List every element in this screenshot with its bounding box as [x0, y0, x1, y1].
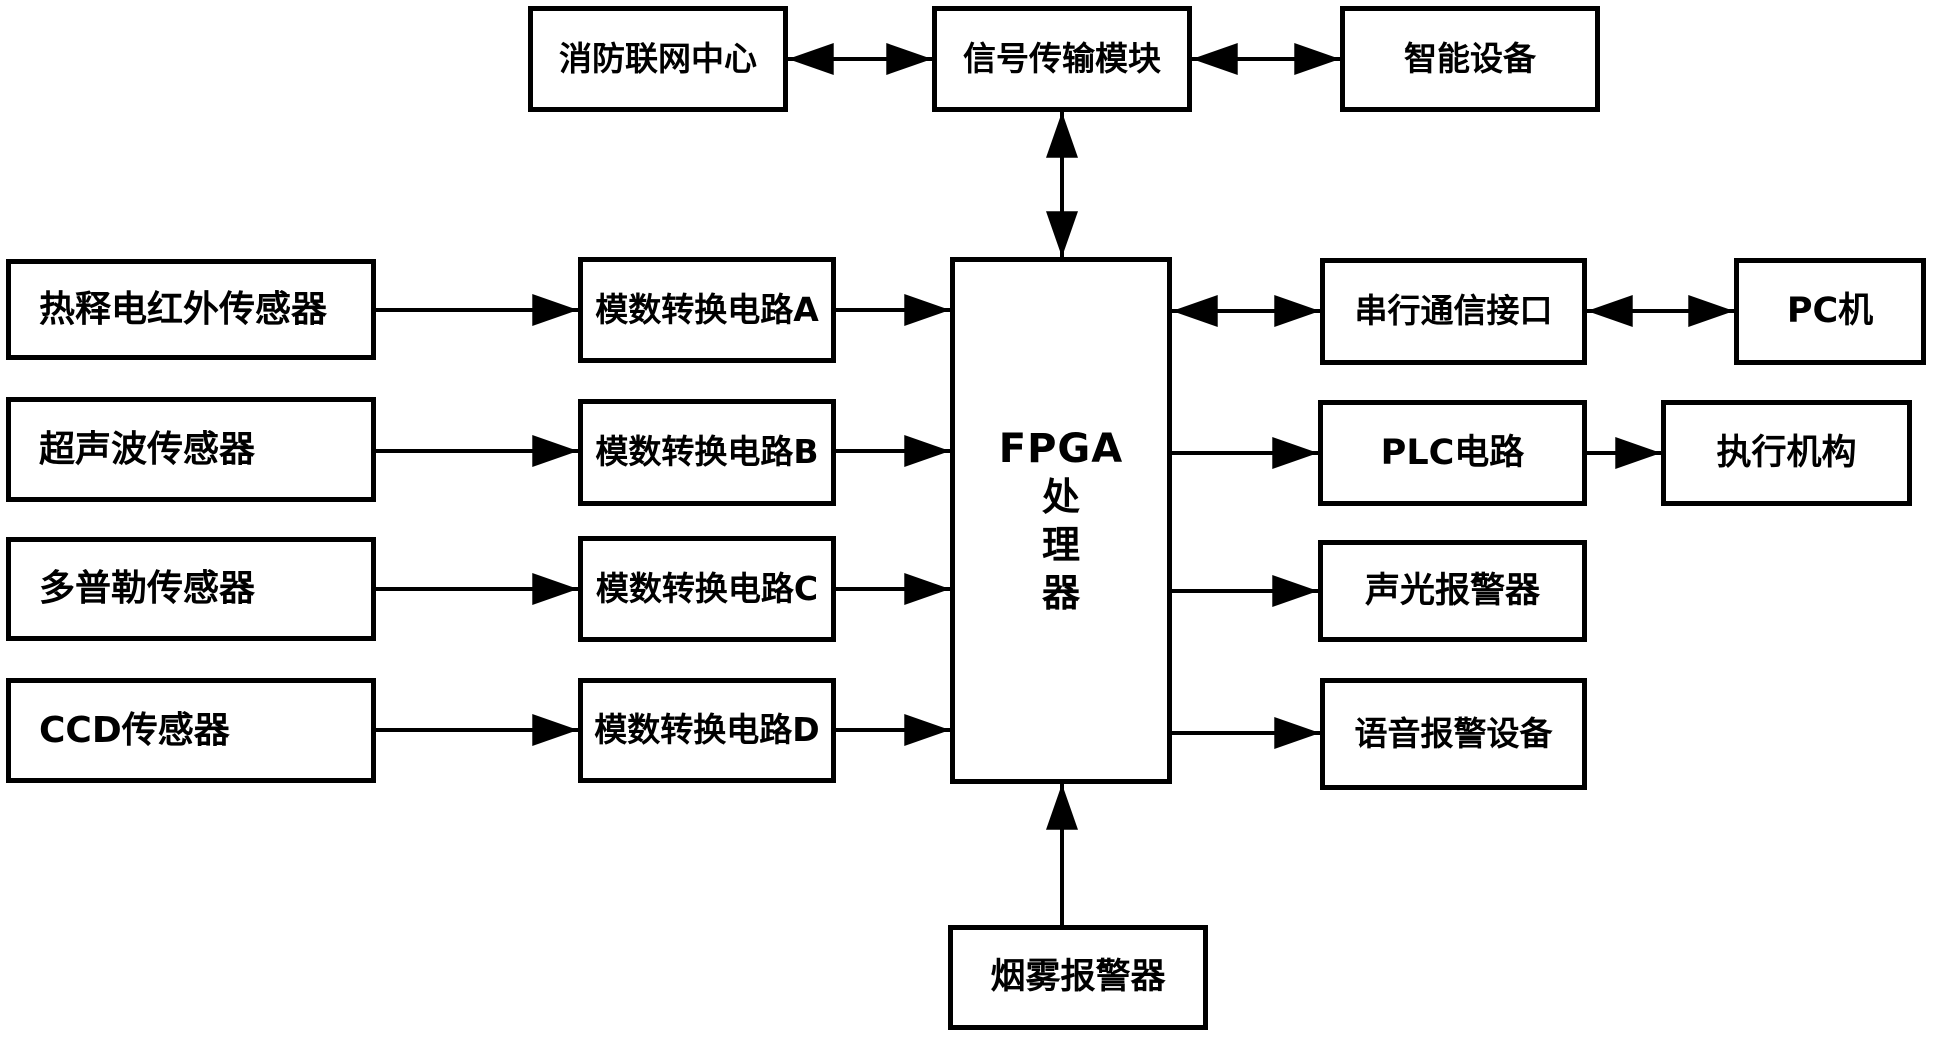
node-plc-circuit: PLC电路 — [1318, 400, 1587, 506]
node-adc-circuit-b: 模数转换电路B — [578, 399, 836, 506]
node-smoke-alarm: 烟雾报警器 — [948, 925, 1208, 1030]
node-label: 信号传输模块 — [963, 38, 1161, 78]
node-ultrasonic-sensor: 超声波传感器 — [6, 397, 376, 502]
node-label: 模数转换电路C — [595, 568, 819, 608]
node-adc-circuit-a: 模数转换电路A — [578, 257, 836, 363]
node-label: 模数转换电路B — [595, 432, 819, 472]
node-label: 模数转换电路D — [594, 710, 820, 750]
node-adc-circuit-d: 模数转换电路D — [578, 678, 836, 783]
node-label: 模数转换电路A — [595, 289, 819, 329]
node-pc: PC机 — [1734, 258, 1926, 365]
node-label: 执行机构 — [1716, 432, 1857, 473]
node-label: 器 — [1041, 570, 1080, 615]
node-smart-device: 智能设备 — [1340, 6, 1600, 112]
node-label: 理 — [1041, 522, 1080, 567]
node-adc-circuit-c: 模数转换电路C — [578, 536, 836, 642]
node-label: 超声波传感器 — [39, 428, 256, 470]
node-label: 声光报警器 — [1364, 570, 1540, 611]
node-label: PC机 — [1786, 291, 1874, 332]
node-label: 热释电红外传感器 — [39, 288, 328, 330]
node-label: 多普勒传感器 — [39, 568, 256, 610]
node-doppler-sensor: 多普勒传感器 — [6, 537, 376, 641]
node-voice-alarm-device: 语音报警设备 — [1320, 678, 1587, 790]
node-label: 烟雾报警器 — [990, 957, 1166, 998]
node-actuator: 执行机构 — [1661, 400, 1912, 506]
node-pyroelectric-infrared-sensor: 热释电红外传感器 — [6, 259, 376, 360]
node-label: 串行通信接口 — [1354, 291, 1553, 331]
node-label: CCD传感器 — [39, 709, 230, 751]
node-signal-transmission-module: 信号传输模块 — [932, 6, 1192, 112]
node-label: 语音报警设备 — [1354, 713, 1553, 753]
node-sound-light-alarm: 声光报警器 — [1318, 540, 1587, 642]
node-label: 智能设备 — [1404, 38, 1536, 78]
node-fpga-processor: FPGA 处 理 器 — [950, 257, 1172, 784]
node-label: 处 — [1041, 474, 1080, 519]
node-ccd-sensor: CCD传感器 — [6, 678, 376, 783]
node-fire-network-center: 消防联网中心 — [528, 6, 788, 112]
node-label: 消防联网中心 — [559, 38, 757, 78]
node-label: FPGA — [998, 425, 1124, 472]
node-serial-comm-interface: 串行通信接口 — [1320, 258, 1587, 365]
node-label: PLC电路 — [1380, 432, 1525, 473]
